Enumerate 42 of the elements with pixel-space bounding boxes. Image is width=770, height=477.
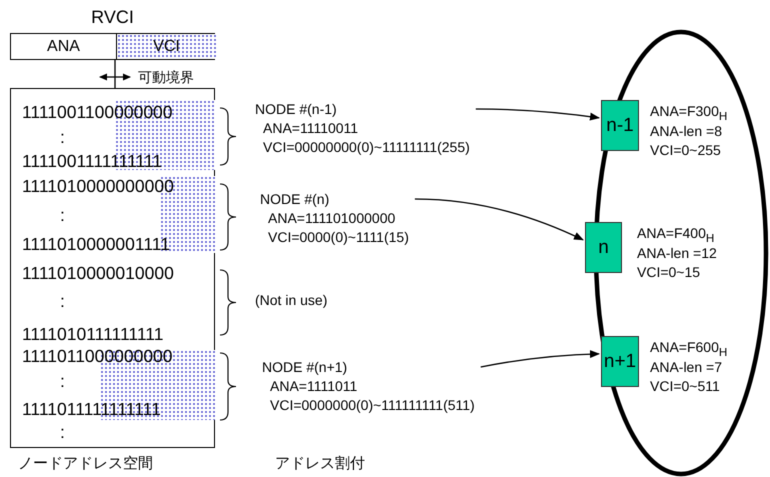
ellipsis-mark: : xyxy=(60,127,65,147)
node-detail: VCI=00000000(0)~11111111(255) xyxy=(263,138,470,157)
arrow xyxy=(476,108,600,121)
address-row: 1111010000010000 xyxy=(22,263,174,283)
address-row: 1111001100000000 xyxy=(22,102,173,122)
ellipsis-mark: : xyxy=(60,422,65,442)
box-label: ノードアドレス空間 xyxy=(18,454,153,474)
address-row: 1111001111111111 xyxy=(22,151,162,171)
node-heading: NODE #(n-1) xyxy=(255,100,337,119)
address-row: 1111011000000000 xyxy=(22,346,173,366)
address-row: 1111010000000000 xyxy=(22,176,174,196)
annotation: VCI=0~511 xyxy=(650,377,720,395)
address-row: 1111010111111111 xyxy=(22,324,164,344)
node-detail: ANA=11110011 xyxy=(263,119,358,138)
ellipsis-mark: : xyxy=(60,291,65,311)
annotation: VCI=0~255 xyxy=(650,141,721,159)
node-heading: NODE #(n) xyxy=(260,190,330,209)
node-detail: ANA=111101000000 xyxy=(268,209,396,228)
arrow xyxy=(414,198,584,240)
ellipsis-mark: : xyxy=(60,205,65,225)
address-row: 1111011111111111 xyxy=(22,399,161,419)
annotation: ANA-len =8 xyxy=(650,122,722,140)
node-detail: VCI=0000(0)~1111(15) xyxy=(268,228,409,247)
node-detail: ANA=1111011 xyxy=(270,377,358,396)
register-field: VCI xyxy=(116,34,216,59)
node-heading: NODE #(n+1) xyxy=(262,358,348,377)
note: (Not in use) xyxy=(255,291,328,309)
annotation: ANA=F600$_{H}$ xyxy=(650,338,728,361)
node-detail: VCI=0000000(0)~111111111(511) xyxy=(270,396,475,415)
annotation: ANA=F400$_{H}$ xyxy=(637,224,714,247)
annotation: ANA-len =12 xyxy=(637,244,717,262)
address-row: 1111010000001111 xyxy=(22,234,170,254)
annotation: VCI=0~15 xyxy=(637,263,700,281)
annotation: ANA-len =7 xyxy=(650,358,722,376)
ellipsis-mark: : xyxy=(60,371,65,391)
register-title: RVCI xyxy=(90,6,135,28)
register-field: ANA xyxy=(11,34,116,59)
arrow xyxy=(480,350,600,368)
annotation: ANA=F300$_{H}$ xyxy=(650,102,728,125)
boundary-label: 可動境界 xyxy=(138,68,194,86)
node-box: n xyxy=(585,222,622,273)
caption: アドレス割付 xyxy=(275,455,365,473)
